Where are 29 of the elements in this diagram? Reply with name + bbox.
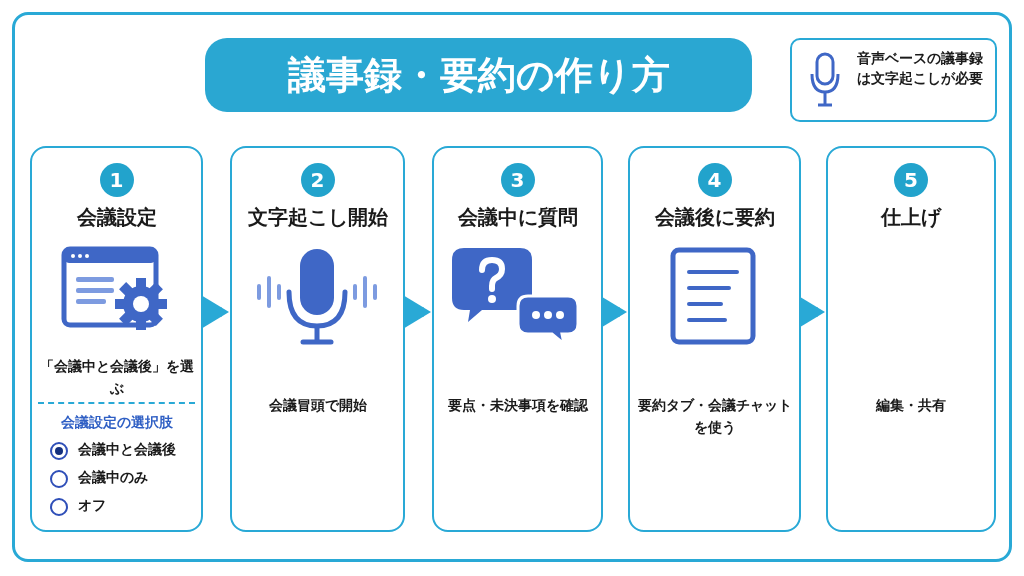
option-label: 会議中のみ <box>78 469 148 487</box>
options-heading: 会議設定の選択肢 <box>59 414 174 432</box>
step-heading: 会議後に要約 <box>653 204 776 231</box>
note-box <box>790 38 997 122</box>
arrow <box>202 295 230 329</box>
option-label: オフ <box>78 497 106 515</box>
step-number-badge: 5 <box>894 163 928 197</box>
step-card <box>432 146 603 532</box>
step-description: 要約タブ・会議チャットを使う <box>636 396 793 437</box>
step-card <box>628 146 801 532</box>
step-number-badge: 1 <box>99 163 134 197</box>
step-number-badge: 2 <box>300 163 335 197</box>
step-heading: 仕上げ <box>879 204 943 231</box>
step-card <box>230 146 405 532</box>
step-description: 要点・未決事項を確認 <box>446 396 589 415</box>
step-number-badge: 4 <box>697 163 732 197</box>
arrow <box>404 295 432 329</box>
step-description: 会議冒頭で開始 <box>267 396 368 415</box>
step-description: 「会議中と会議後」を選ぶ <box>38 357 195 398</box>
step-number-badge: 3 <box>500 163 535 197</box>
step-card <box>30 146 203 532</box>
option-label: 会議中と会議後 <box>78 441 176 459</box>
step-card <box>826 146 996 532</box>
step-heading: 文字起こし開始 <box>246 204 389 231</box>
step-description: 編集・共有 <box>874 396 947 415</box>
note-text: 音声ベースの議事録は文字起こしが必要 <box>857 49 984 88</box>
step-heading: 会議設定 <box>75 204 158 231</box>
step-heading: 会議中に質問 <box>456 204 579 231</box>
title-banner: 議事録・要約の作り方 <box>205 38 752 112</box>
